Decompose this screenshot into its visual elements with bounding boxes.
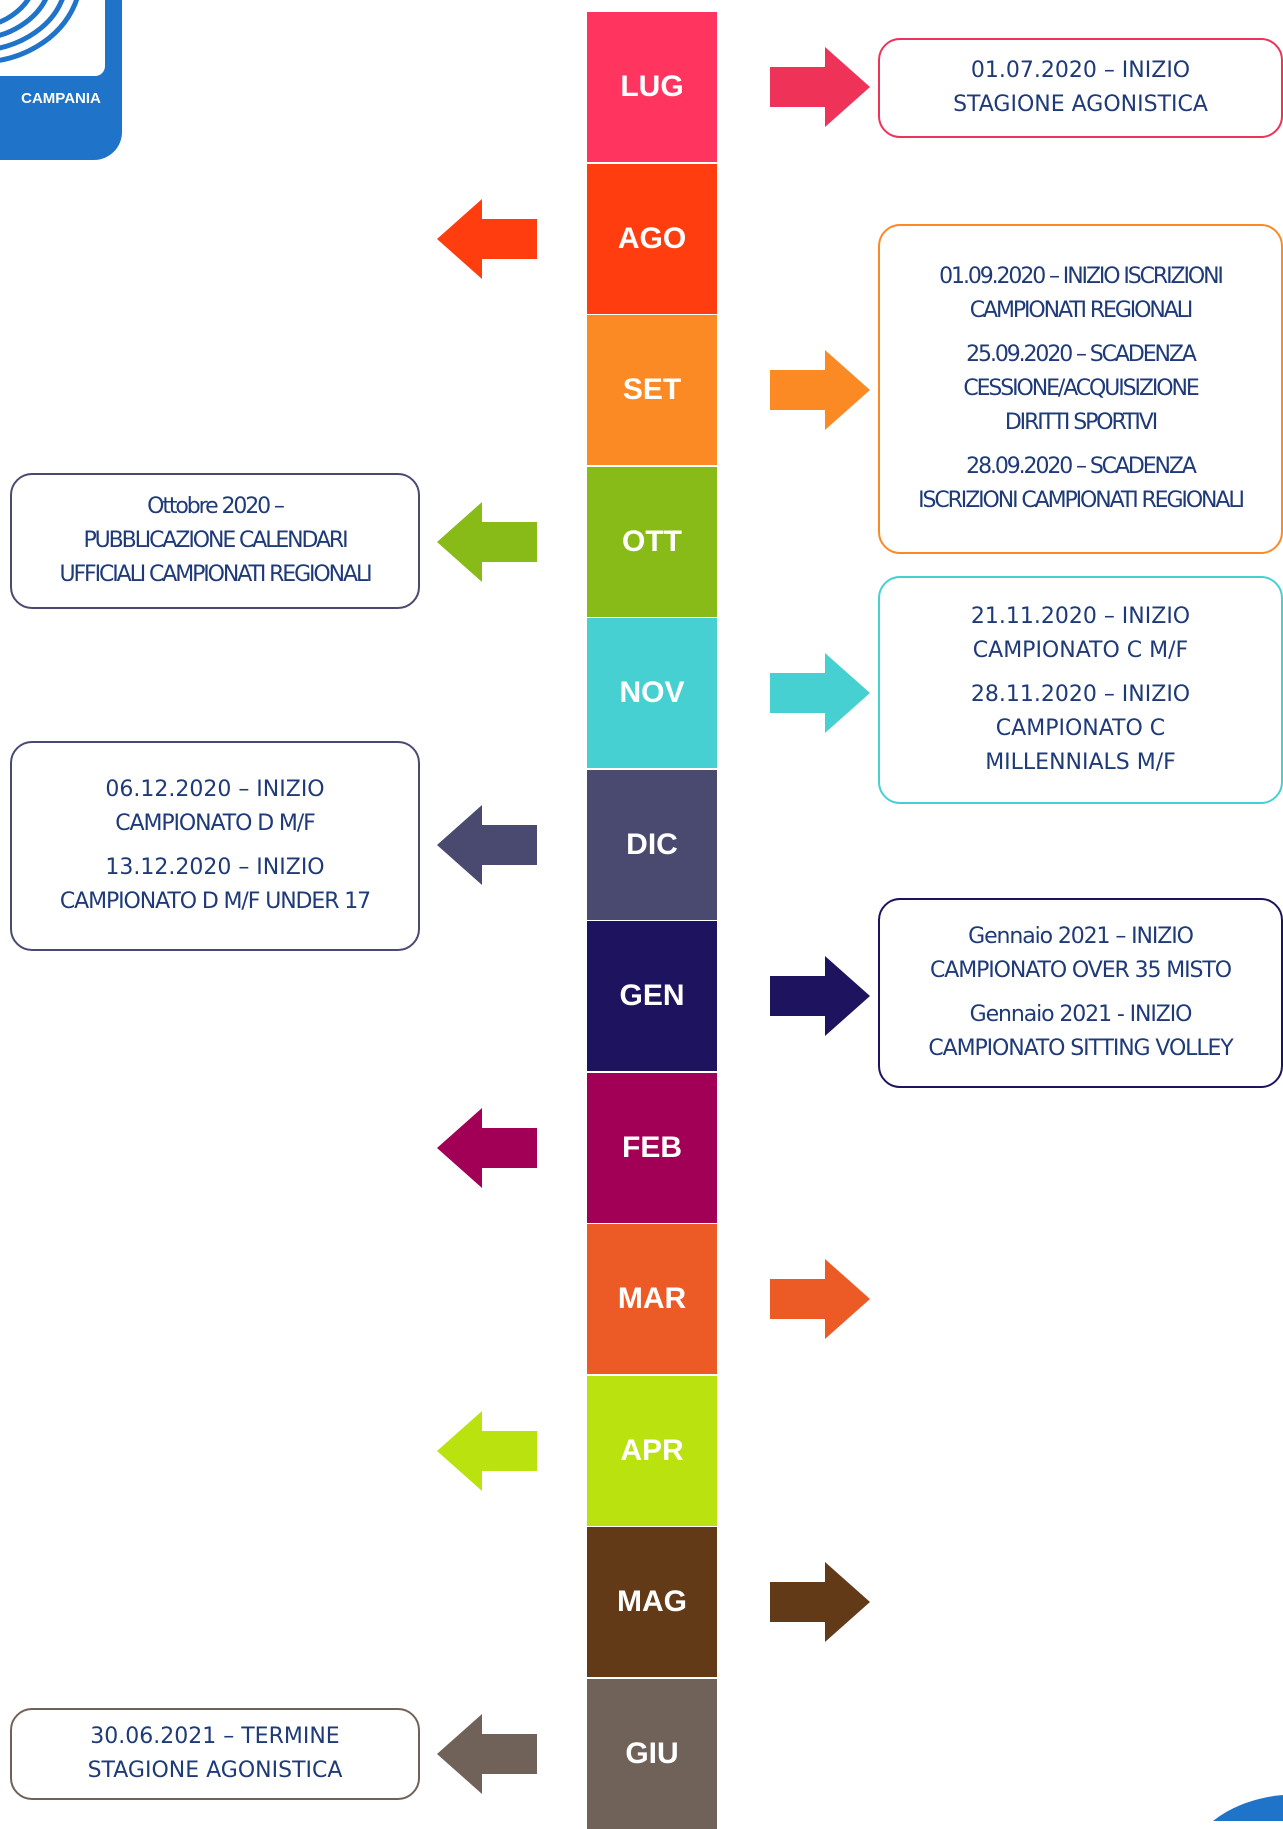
corner-decoration <box>1213 1795 1283 1821</box>
event-line: MILLENNIALS M/F <box>985 750 1176 775</box>
event-line: CAMPIONATO OVER 35 MISTO <box>930 958 1232 983</box>
event-note: Gennaio 2021 – INIZIO CAMPIONATO OVER 35 … <box>878 898 1283 1088</box>
month-giu: GIU <box>587 1678 717 1829</box>
event-note: 01.07.2020 – INIZIO STAGIONE AGONISTICA <box>878 38 1283 138</box>
event-line: 25.09.2020 – SCADENZA <box>966 342 1197 367</box>
event-line: Ottobre 2020 – <box>147 494 285 519</box>
event-note: 30.06.2021 – TERMINE STAGIONE AGONISTICA <box>10 1708 420 1800</box>
month-label: MAG <box>617 1585 687 1618</box>
event-line: CAMPIONATO C <box>995 716 1166 741</box>
arrow-right-icon <box>770 653 870 733</box>
event-line: 06.12.2020 – INIZIO <box>105 777 325 802</box>
event-line: STAGIONE AGONISTICA <box>87 1758 343 1783</box>
event-line: DIRITTI SPORTIVI <box>1004 410 1158 435</box>
arrow-left-icon <box>437 1410 537 1491</box>
month-set: SET <box>587 315 717 465</box>
event-line: UFFICIALI CAMPIONATI REGIONALI <box>59 562 372 587</box>
month-ott: OTT <box>587 466 717 617</box>
event-entry: 06.12.2020 – INIZIO CAMPIONATO D M/F <box>105 773 324 841</box>
month-nov: NOV <box>587 618 717 768</box>
arrow-left-icon <box>437 198 537 279</box>
event-line: 01.09.2020 – INIZIO ISCRIZIONI <box>939 264 1224 289</box>
event-entry: 25.09.2020 – SCADENZA CESSIONE/ACQUISIZIO… <box>963 338 1199 440</box>
month-ago: AGO <box>587 163 717 314</box>
month-lug: LUG <box>587 12 717 162</box>
event-line: 30.06.2021 – TERMINE <box>90 1724 340 1749</box>
month-dic: DIC <box>587 769 717 920</box>
arrow-left-icon <box>437 1107 537 1188</box>
event-line: 13.12.2020 – INIZIO <box>105 855 325 880</box>
event-entry: Gennaio 2021 - INIZIO CAMPIONATO SITTING … <box>928 998 1233 1066</box>
event-entry: Gennaio 2021 – INIZIO CAMPIONATO OVER 35 … <box>930 920 1232 988</box>
month-label: GEN <box>619 979 685 1012</box>
logo-label: CAMPANIA <box>21 90 101 107</box>
fipav-campania-logo: CAMPANIA <box>0 0 122 160</box>
event-line: 28.09.2020 – SCADENZA <box>966 454 1197 479</box>
logo-emblem <box>0 0 105 76</box>
logo-swirl-icon <box>0 0 80 63</box>
month-label: LUG <box>620 70 684 103</box>
event-entry: 13.12.2020 – INIZIO CAMPIONATO D M/F UNDE… <box>59 851 371 919</box>
month-mar: MAR <box>587 1224 717 1374</box>
event-line: CAMPIONATO C M/F <box>972 638 1189 663</box>
month-feb: FEB <box>587 1072 717 1223</box>
event-line: CAMPIONATO SITTING VOLLEY <box>928 1036 1233 1061</box>
month-label: NOV <box>619 676 685 709</box>
arrow-right-icon <box>770 47 870 127</box>
event-entry: 01.09.2020 – INIZIO ISCRIZIONI CAMPIONATI… <box>939 260 1224 328</box>
event-entry: 28.11.2020 – INIZIO CAMPIONATO C MILLENNIA… <box>971 678 1190 780</box>
event-line: 21.11.2020 – INIZIO <box>970 604 1191 629</box>
event-entry: 21.11.2020 – INIZIO CAMPIONATO C M/F <box>971 600 1190 668</box>
event-note: 21.11.2020 – INIZIO CAMPIONATO C M/F 28.11… <box>878 576 1283 804</box>
month-mag: MAG <box>587 1527 717 1677</box>
event-line: CAMPIONATO D M/F <box>115 811 316 836</box>
event-line: CAMPIONATO D M/F UNDER 17 <box>59 889 371 914</box>
event-line: Gennaio 2021 - INIZIO <box>969 1002 1193 1027</box>
month-label: AGO <box>617 221 687 255</box>
event-line: ISCRIZIONI CAMPIONATI REGIONALI <box>918 488 1245 513</box>
arrow-left-icon <box>437 804 537 885</box>
month-gen: GEN <box>587 921 717 1071</box>
event-entry: 28.09.2020 – SCADENZA ISCRIZIONI CAMPIONA… <box>918 450 1245 518</box>
event-note: Ottobre 2020 – PUBBLICAZIONE CALENDARI UFF… <box>10 473 420 609</box>
event-line: 28.11.2020 – INIZIO <box>970 682 1191 707</box>
event-line: Gennaio 2021 – INIZIO <box>968 924 1194 949</box>
month-label: GIU <box>625 1736 679 1770</box>
arrow-right-icon <box>770 1259 870 1339</box>
event-line: STAGIONE AGONISTICA <box>953 92 1208 117</box>
arrow-right-icon <box>770 956 870 1036</box>
arrow-left-icon <box>437 1713 537 1794</box>
month-label: APR <box>620 1433 684 1467</box>
event-line: CAMPIONATI REGIONALI <box>969 298 1194 323</box>
event-note: 01.09.2020 – INIZIO ISCRIZIONI CAMPIONATI… <box>878 224 1283 554</box>
event-line: PUBBLICAZIONE CALENDARI <box>83 528 348 553</box>
month-label: DIC <box>626 827 678 861</box>
event-entry: 01.07.2020 – INIZIO STAGIONE AGONISTICA <box>953 54 1208 122</box>
event-entry: 30.06.2021 – TERMINE STAGIONE AGONISTICA <box>88 1720 343 1788</box>
arrow-right-icon <box>770 350 870 430</box>
month-label: OTT <box>622 524 682 558</box>
month-apr: APR <box>587 1375 717 1526</box>
event-note: 06.12.2020 – INIZIO CAMPIONATO D M/F 13.12… <box>10 741 420 951</box>
month-label: FEB <box>622 1130 682 1164</box>
month-label: MAR <box>617 1282 687 1315</box>
event-line: CESSIONE/ACQUISIZIONE <box>963 376 1199 401</box>
event-entry: Ottobre 2020 – PUBBLICAZIONE CALENDARI UFF… <box>59 490 372 592</box>
month-label: SET <box>622 373 682 406</box>
event-line: 01.07.2020 – INIZIO <box>970 58 1191 83</box>
arrow-left-icon <box>437 501 537 582</box>
arrow-right-icon <box>770 1562 870 1642</box>
